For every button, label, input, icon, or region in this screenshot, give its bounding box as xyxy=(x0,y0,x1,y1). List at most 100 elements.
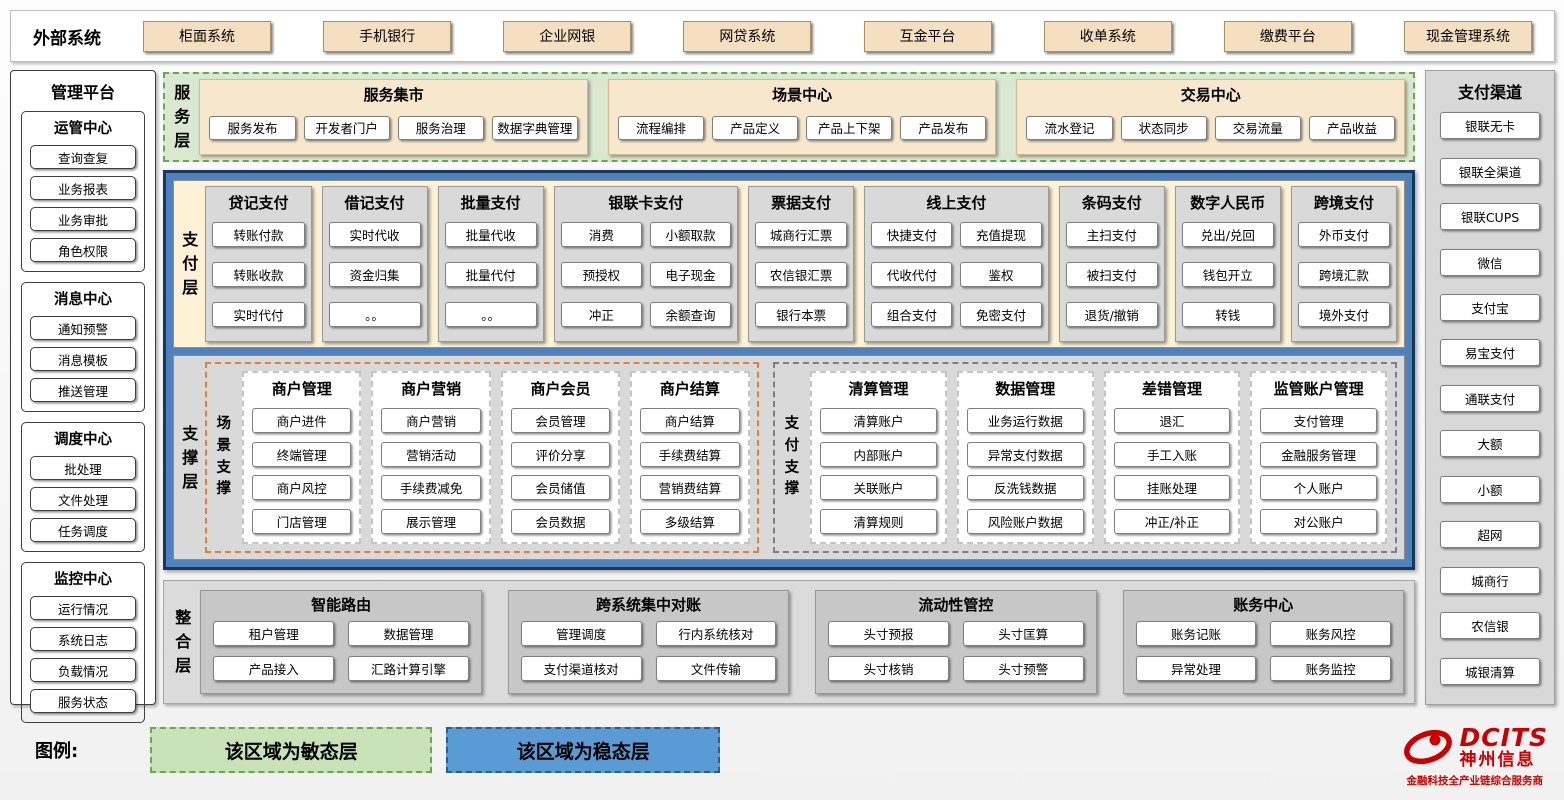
support-item-button[interactable]: 退汇 xyxy=(1113,407,1231,433)
payment-channel-button[interactable]: 易宝支付 xyxy=(1440,339,1540,367)
support-item-button[interactable]: 多级结算 xyxy=(640,509,740,534)
management-item-button[interactable]: 运行情况 xyxy=(30,596,136,620)
support-item-button[interactable]: 内部账户 xyxy=(820,441,937,467)
service-item-button[interactable]: 流水登记 xyxy=(1026,115,1113,140)
payment-item-button[interactable]: 被扫支付 xyxy=(1065,262,1158,287)
support-item-button[interactable]: 门店管理 xyxy=(252,509,352,534)
management-item-button[interactable]: 推送管理 xyxy=(30,378,136,402)
payment-item-button[interactable]: 外币支付 xyxy=(1297,222,1390,247)
support-item-button[interactable]: 营销活动 xyxy=(381,441,481,467)
service-item-button[interactable]: 流程编排 xyxy=(617,115,705,140)
service-item-button[interactable]: 产品收益 xyxy=(1308,115,1396,140)
support-item-button[interactable]: 评价分享 xyxy=(510,441,611,467)
service-item-button[interactable]: 服务发布 xyxy=(209,115,296,140)
management-item-button[interactable]: 查询查复 xyxy=(30,145,136,169)
management-item-button[interactable]: 任务调度 xyxy=(30,518,136,542)
management-item-button[interactable]: 服务状态 xyxy=(30,689,136,713)
external-system-button[interactable]: 收单系统 xyxy=(1043,20,1172,52)
support-item-button[interactable]: 挂账处理 xyxy=(1113,475,1231,501)
payment-channel-button[interactable]: 银联全渠道 xyxy=(1440,157,1540,185)
service-item-button[interactable]: 产品定义 xyxy=(712,115,799,140)
service-item-button[interactable]: 交易流量 xyxy=(1214,115,1301,140)
payment-channel-button[interactable]: 微信 xyxy=(1440,248,1540,276)
payment-item-button[interactable]: 电子现金 xyxy=(649,262,732,287)
support-item-button[interactable]: 会员储值 xyxy=(510,475,611,501)
service-item-button[interactable]: 开发者门户 xyxy=(303,115,390,140)
support-item-button[interactable]: 业务运行数据 xyxy=(966,407,1084,433)
support-item-button[interactable]: 风险账户数据 xyxy=(966,509,1084,534)
external-system-button[interactable]: 柜面系统 xyxy=(143,20,271,52)
payment-item-button[interactable]: 境外支付 xyxy=(1297,302,1390,327)
integration-item-button[interactable]: 头寸匡算 xyxy=(962,620,1084,646)
management-item-button[interactable]: 业务报表 xyxy=(30,176,136,200)
payment-item-button[interactable]: 小额取款 xyxy=(649,222,732,247)
payment-item-button[interactable]: 批量代收 xyxy=(444,222,537,247)
payment-item-button[interactable]: 充值提现 xyxy=(960,222,1042,247)
support-item-button[interactable]: 商户进件 xyxy=(252,407,352,433)
support-item-button[interactable]: 展示管理 xyxy=(381,509,481,534)
service-item-button[interactable]: 状态同步 xyxy=(1120,115,1207,140)
service-item-button[interactable]: 产品发布 xyxy=(900,115,987,140)
support-item-button[interactable]: 会员数据 xyxy=(510,509,611,534)
support-item-button[interactable]: 关联账户 xyxy=(820,475,937,501)
payment-item-button[interactable]: 转账付款 xyxy=(212,222,305,247)
integration-item-button[interactable]: 账务记账 xyxy=(1135,620,1257,646)
support-item-button[interactable]: 终端管理 xyxy=(252,441,352,467)
support-item-button[interactable]: 支付管理 xyxy=(1260,407,1378,433)
payment-channel-button[interactable]: 银联CUPS xyxy=(1440,203,1540,231)
payment-item-button[interactable]: 转账收款 xyxy=(212,262,305,287)
payment-item-button[interactable]: 跨境汇款 xyxy=(1297,262,1390,287)
service-item-button[interactable]: 产品上下架 xyxy=(806,115,893,140)
payment-channel-button[interactable]: 小额 xyxy=(1440,475,1540,503)
support-item-button[interactable]: 营销费结算 xyxy=(640,475,740,501)
management-item-button[interactable]: 角色权限 xyxy=(30,238,136,262)
payment-item-button[interactable]: 批量代付 xyxy=(444,262,537,287)
payment-channel-button[interactable]: 通联支付 xyxy=(1440,384,1540,412)
management-item-button[interactable]: 批处理 xyxy=(30,456,136,480)
support-item-button[interactable]: 手续费减免 xyxy=(381,475,481,501)
management-item-button[interactable]: 消息模板 xyxy=(30,347,136,371)
integration-item-button[interactable]: 租户管理 xyxy=(213,620,335,646)
payment-item-button[interactable]: 组合支付 xyxy=(871,302,953,327)
support-item-button[interactable]: 商户营销 xyxy=(381,407,481,433)
payment-channel-button[interactable]: 城商行 xyxy=(1440,566,1540,594)
support-item-button[interactable]: 金融服务管理 xyxy=(1260,441,1378,467)
integration-item-button[interactable]: 异常处理 xyxy=(1135,656,1257,682)
external-system-button[interactable]: 手机银行 xyxy=(323,20,452,52)
external-system-button[interactable]: 网贷系统 xyxy=(683,20,812,52)
management-item-button[interactable]: 文件处理 xyxy=(30,487,136,511)
payment-item-button[interactable]: 资金归集 xyxy=(328,262,421,287)
payment-item-button[interactable]: 钱包开立 xyxy=(1181,262,1274,287)
integration-item-button[interactable]: 账务风控 xyxy=(1270,620,1392,646)
external-system-button[interactable]: 缴费平台 xyxy=(1223,20,1352,52)
support-item-button[interactable]: 清算账户 xyxy=(820,407,937,433)
payment-channel-button[interactable]: 城银清算 xyxy=(1440,657,1540,685)
support-item-button[interactable]: 商户结算 xyxy=(640,407,740,433)
payment-channel-button[interactable]: 超网 xyxy=(1440,521,1540,549)
payment-item-button[interactable]: 城商行汇票 xyxy=(755,222,848,247)
payment-item-button[interactable]: 消费 xyxy=(560,222,642,247)
integration-item-button[interactable]: 账务监控 xyxy=(1270,656,1392,682)
external-system-button[interactable]: 互金平台 xyxy=(863,20,992,52)
management-item-button[interactable]: 业务审批 xyxy=(30,207,136,231)
payment-item-button[interactable]: 余额查询 xyxy=(649,302,732,327)
support-item-button[interactable]: 会员管理 xyxy=(510,407,611,433)
integration-item-button[interactable]: 头寸预报 xyxy=(828,620,949,646)
integration-item-button[interactable]: 产品接入 xyxy=(213,656,335,682)
support-item-button[interactable]: 反洗钱数据 xyxy=(966,475,1084,501)
support-item-button[interactable]: 冲正/补正 xyxy=(1113,509,1231,534)
payment-item-button[interactable]: 实时代收 xyxy=(328,222,421,247)
support-item-button[interactable]: 商户风控 xyxy=(252,475,352,501)
payment-channel-button[interactable]: 支付宝 xyxy=(1440,294,1540,322)
payment-item-button[interactable]: 代收代付 xyxy=(871,262,953,287)
external-system-button[interactable]: 现金管理系统 xyxy=(1403,20,1532,52)
payment-item-button[interactable]: 快捷支付 xyxy=(871,222,953,247)
support-item-button[interactable]: 个人账户 xyxy=(1260,475,1378,501)
payment-item-button[interactable]: 。。 xyxy=(444,302,537,327)
payment-channel-button[interactable]: 银联无卡 xyxy=(1440,112,1540,140)
integration-item-button[interactable]: 行内系统核对 xyxy=(655,620,777,646)
support-item-button[interactable]: 对公账户 xyxy=(1260,509,1378,534)
integration-item-button[interactable]: 数据管理 xyxy=(348,620,469,646)
service-item-button[interactable]: 数据字典管理 xyxy=(491,115,578,140)
payment-item-button[interactable]: 银行本票 xyxy=(755,302,848,327)
